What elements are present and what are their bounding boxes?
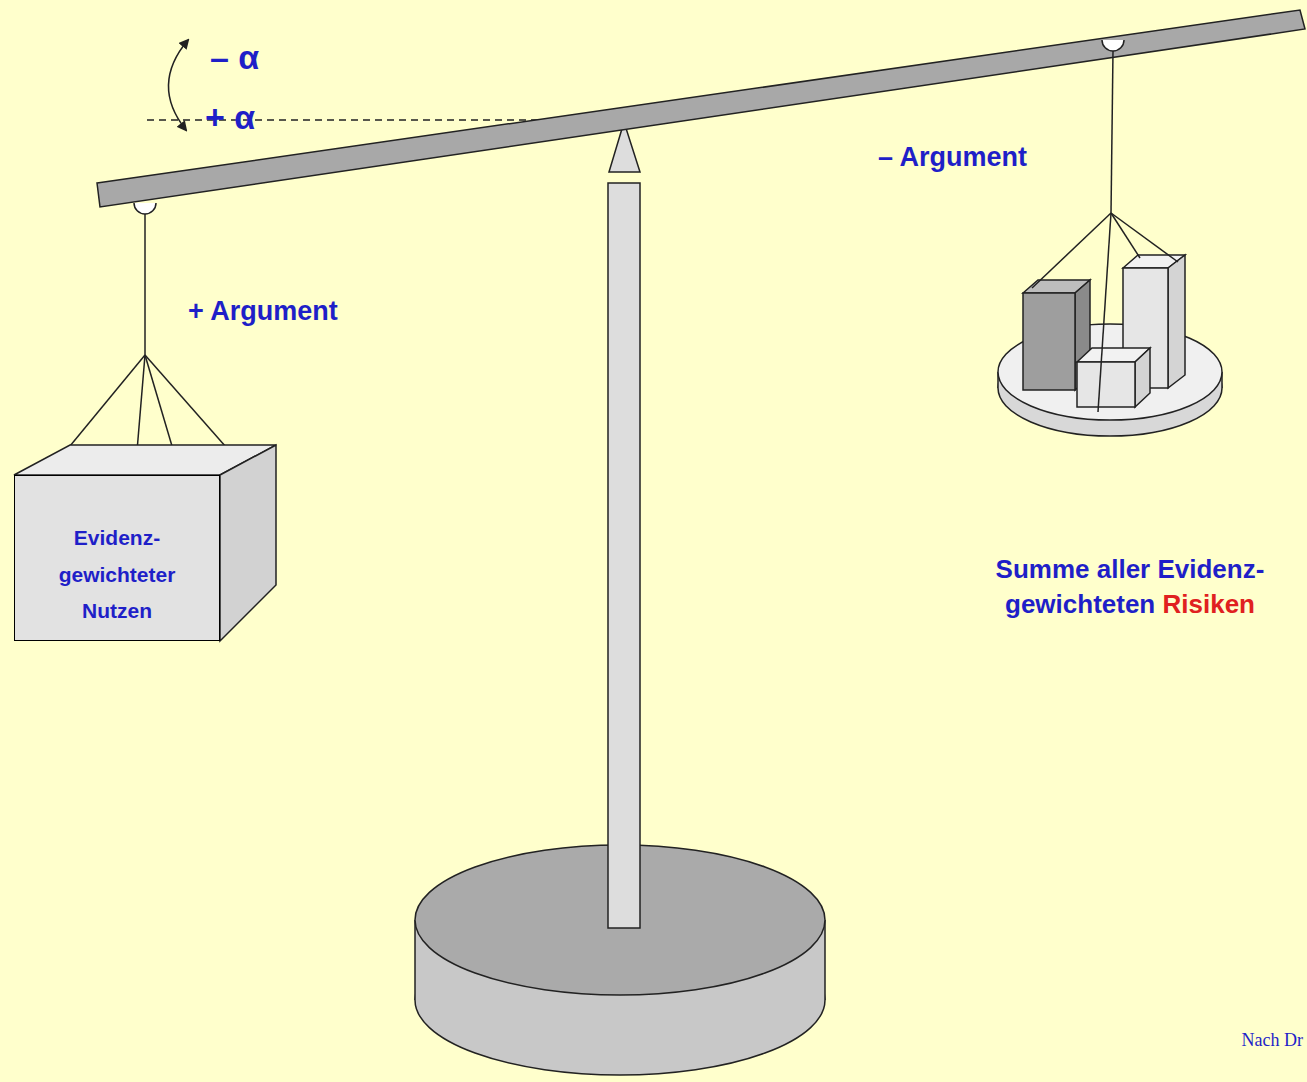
risk-highlight: Risiken (1162, 589, 1255, 619)
box-label: Evidenz- gewichteter Nutzen (47, 520, 187, 630)
source-note: Nach Dr (1242, 1030, 1303, 1051)
scale-beam (97, 10, 1305, 207)
angle-arrow (168, 40, 188, 130)
angle-label: + α (205, 98, 255, 137)
risk-sum-caption: Summe aller Evidenz- gewichteten Risiken (978, 552, 1282, 622)
benefit-box: Evidenz- gewichteter Nutzen (14, 475, 220, 641)
argument-label: – Argument (878, 142, 1027, 173)
right-ropes (1032, 213, 1178, 412)
left-hanger (70, 203, 248, 475)
benefit-box-faces (14, 445, 276, 641)
scale-pole (608, 183, 640, 928)
angle-label: – α (210, 38, 259, 77)
argument-label: + Argument (188, 296, 338, 327)
right-hanger (1102, 40, 1124, 213)
